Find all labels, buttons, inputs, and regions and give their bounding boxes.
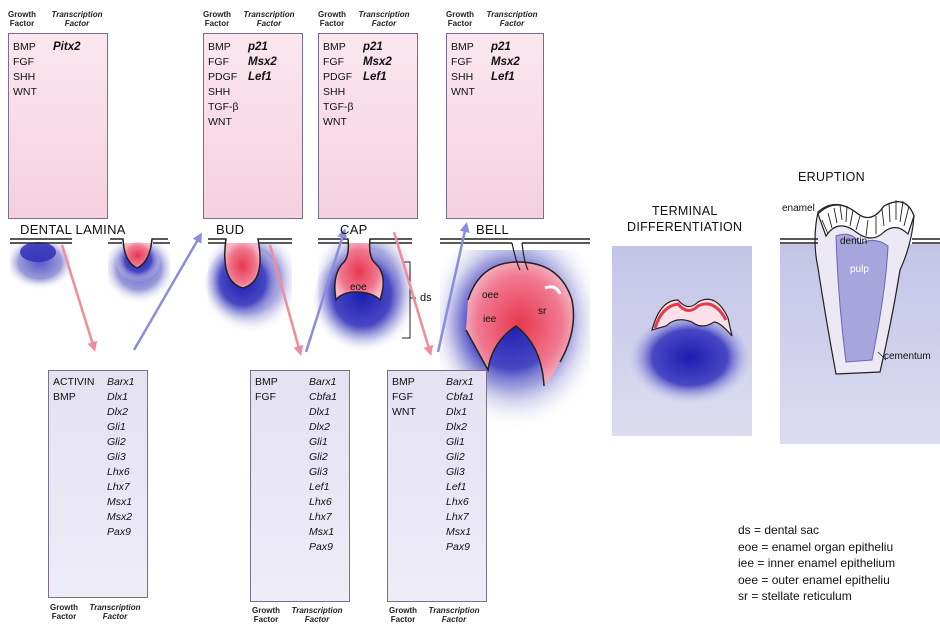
- stage-label-dental-lamina: DENTAL LAMINA: [20, 222, 126, 237]
- abbreviation-legend: ds = dental sac eoe = enamel organ epith…: [738, 522, 895, 605]
- label-enamel: enamel: [782, 203, 815, 214]
- stage-label-bell: BELL: [476, 222, 509, 237]
- legend-item: iee = inner enamel epithelium: [738, 555, 895, 572]
- dental-lamina-stage: [10, 239, 170, 304]
- legend-item: eoe = enamel organ epitheliu: [738, 539, 895, 556]
- label-pulp: pulp: [850, 264, 869, 275]
- bud-stage: [205, 239, 292, 334]
- stage-label-bud: BUD: [216, 222, 244, 237]
- stage-label-terminal: TERMINAL: [652, 204, 718, 218]
- label-iee: iee: [483, 314, 496, 325]
- label-dentin: dentin: [840, 236, 867, 247]
- label-eoe: eoe: [350, 282, 367, 293]
- label-sr: sr: [538, 306, 546, 317]
- stage-label-cap: CAP: [340, 222, 368, 237]
- stage-label-eruption: ERUPTION: [798, 170, 865, 184]
- label-cementum: cementum: [884, 351, 931, 362]
- label-ds: ds: [420, 292, 432, 304]
- legend-item: oee = outer enamel epitheliu: [738, 572, 895, 589]
- legend-item: ds = dental sac: [738, 522, 895, 539]
- terminal-differentiation-stage: [612, 246, 752, 436]
- legend-item: sr = stellate reticulum: [738, 588, 895, 605]
- stage-label-differentiation: DIFFERENTIATION: [627, 220, 742, 234]
- label-oee: oee: [482, 290, 499, 301]
- transcription-factor-list: Pitx2: [53, 40, 81, 55]
